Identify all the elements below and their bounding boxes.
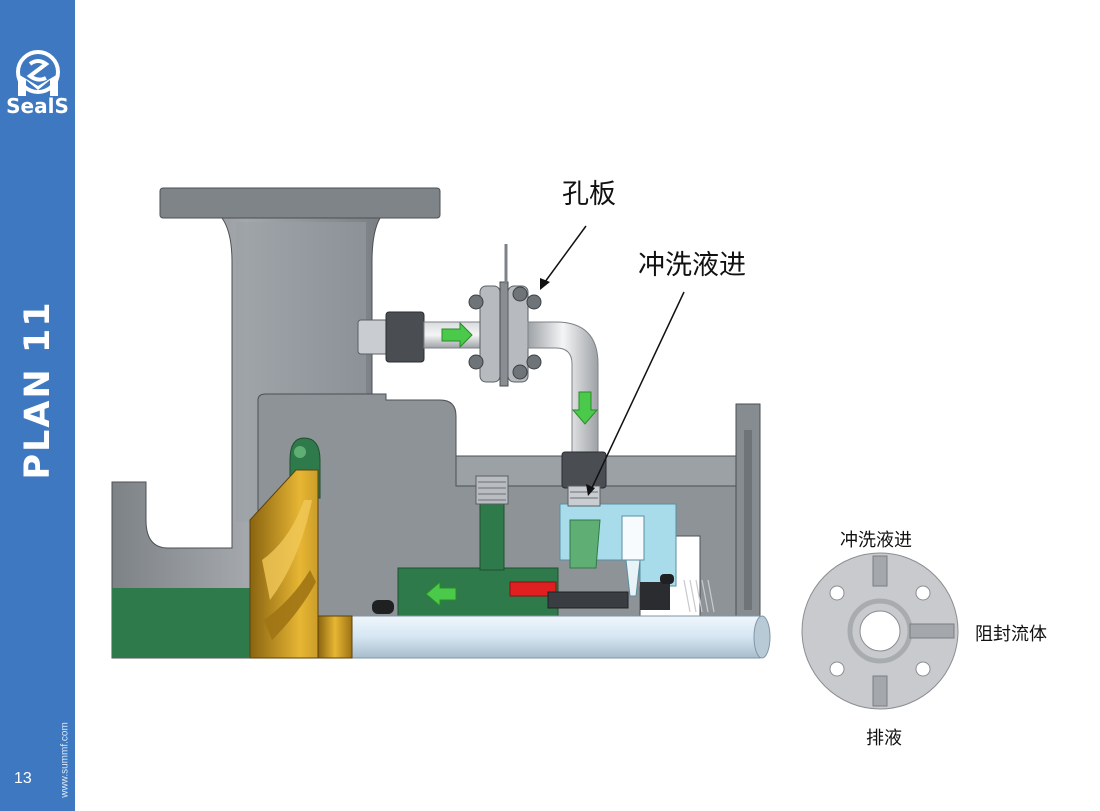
flow-arrow-icon <box>441 321 473 349</box>
inlet-nut <box>385 311 425 363</box>
page-number: 13 <box>14 770 32 787</box>
bolt-hole <box>829 661 845 677</box>
flush-passage-green <box>479 499 505 571</box>
shaft-end <box>753 615 771 659</box>
orifice-plate <box>499 281 509 387</box>
flow-arrow-icon <box>425 580 457 608</box>
gland-flush-inlet-label: 冲洗液进 <box>840 530 912 551</box>
port-drain <box>872 675 888 707</box>
gland-nozzle-tip <box>625 559 641 597</box>
o-ring <box>660 574 674 584</box>
sidebar: SealS PLAN 11 www.summf.com 13 <box>0 0 75 811</box>
gland-fitting-body <box>567 485 601 507</box>
flow-arrow-icon <box>571 391 599 425</box>
flush-leader-line <box>589 291 685 493</box>
port-barrier <box>909 623 955 639</box>
port-flush-in <box>872 555 888 587</box>
gland-plug <box>475 475 509 505</box>
orifice-leader-arrowhead <box>540 278 550 290</box>
impeller-vane <box>264 570 316 640</box>
flange-bolts <box>468 286 553 380</box>
bolt-hole <box>915 585 931 601</box>
gland-plug-threads <box>478 481 506 501</box>
end-flange-lip <box>744 430 752 610</box>
gland-cross-section <box>801 552 959 710</box>
flush-leader-arrowhead <box>586 484 595 496</box>
inlet-fitting <box>357 319 391 355</box>
seal-spring <box>640 582 670 610</box>
bolt-hole <box>915 661 931 677</box>
shaft <box>349 615 761 659</box>
fitting-threads <box>570 491 598 499</box>
gland-bore <box>621 515 645 561</box>
gland-fitting-nut <box>561 451 607 489</box>
orifice-label: 孔板 <box>562 179 616 210</box>
flush-passage-gland <box>569 519 601 569</box>
gland-section-bore <box>859 610 901 652</box>
bolt-hole <box>829 585 845 601</box>
shaft-hub <box>317 615 353 659</box>
orifice-leader-line <box>541 225 587 287</box>
barrier-fluid-label: 阻封流体 <box>975 624 1047 645</box>
impeller-vane <box>262 500 312 600</box>
o-ring <box>372 600 394 614</box>
seal-spring-coils <box>683 579 715 613</box>
discharge-flange <box>159 187 441 219</box>
seal-face-red <box>509 581 557 597</box>
brand-name: SealS <box>6 94 69 118</box>
drain-label: 排液 <box>866 728 902 749</box>
flush-pipe-elbow <box>527 321 599 457</box>
seals-logo-icon <box>16 50 60 96</box>
flush-inlet-label: 冲洗液进 <box>638 250 746 281</box>
casing-green-section <box>112 588 250 658</box>
seal-ring-dark <box>547 591 629 609</box>
wear-ring-highlight <box>294 446 306 458</box>
